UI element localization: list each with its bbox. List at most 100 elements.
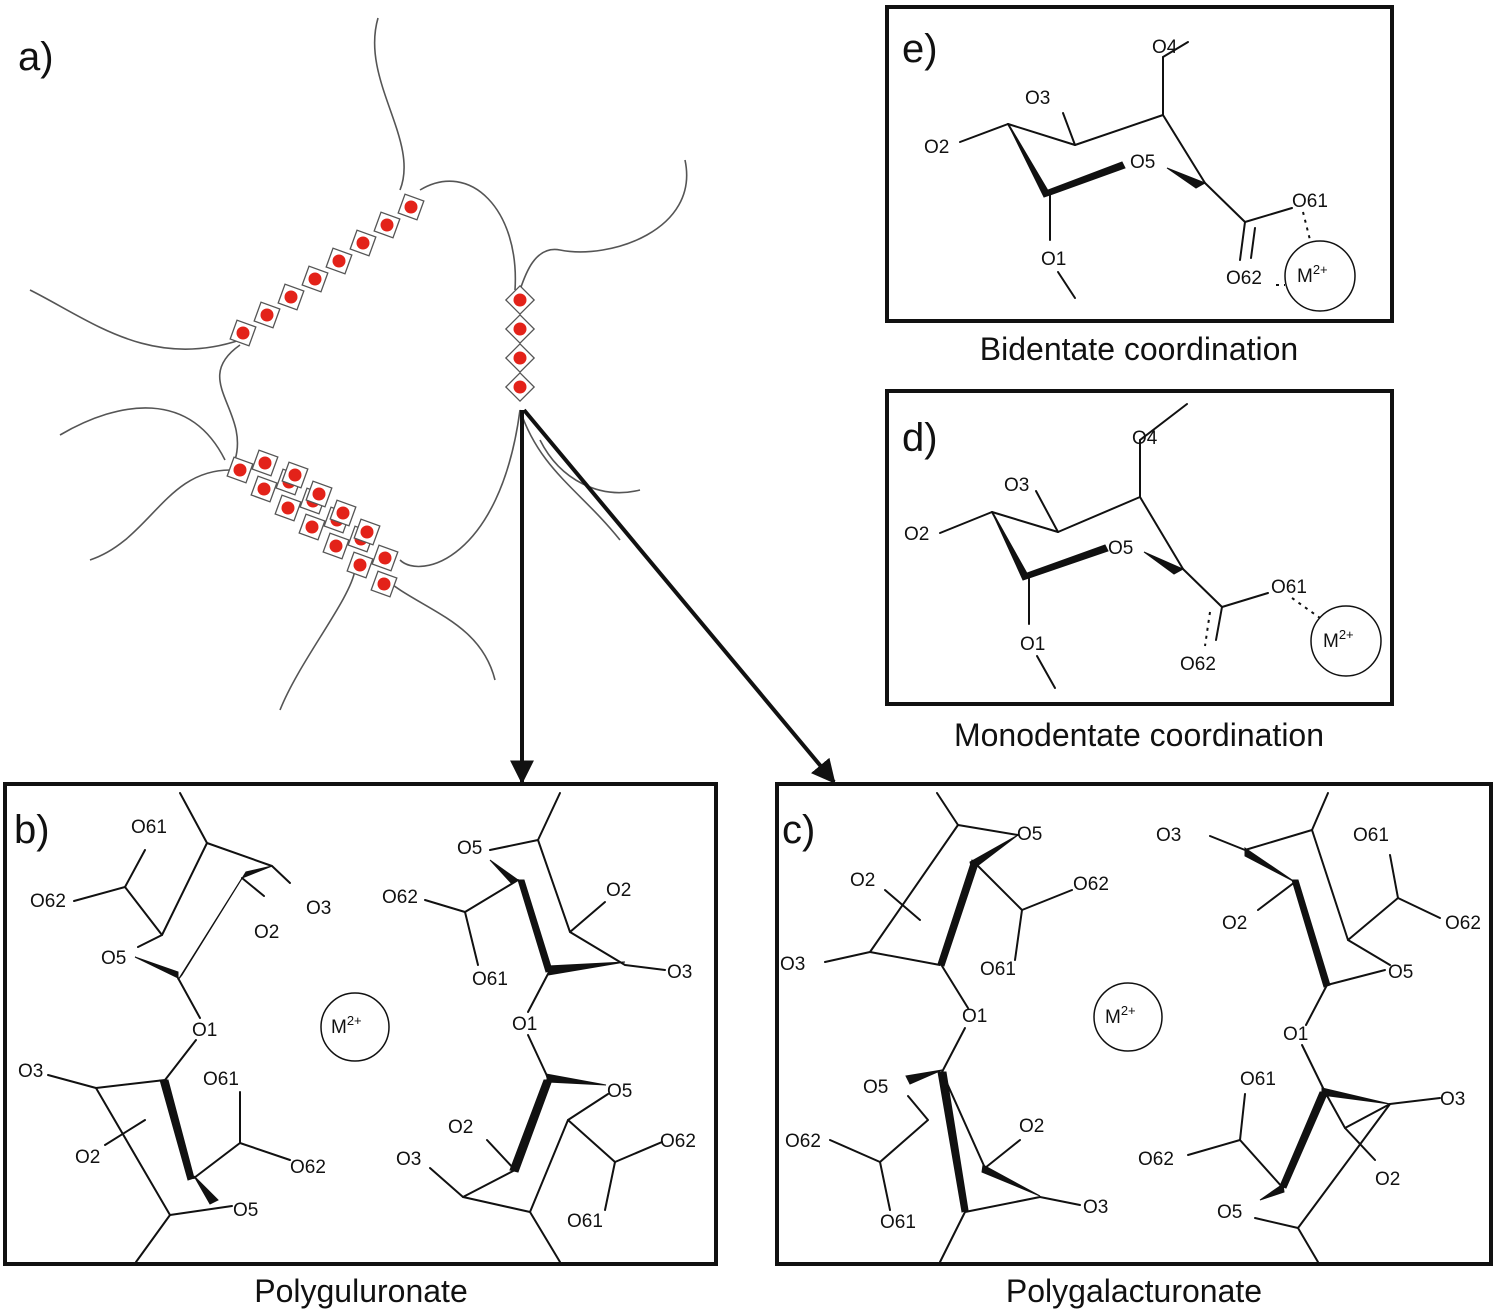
- atom-O1: O1: [1283, 1024, 1308, 1045]
- panel-b-polyguluronate: b): [3, 782, 718, 1309]
- panel-d-monodentate: d) O4 O3 O2 O5 O61 O1: [885, 389, 1394, 753]
- cation-dot: [329, 539, 343, 553]
- atom-O61: O61: [1271, 577, 1307, 598]
- panel-e-bidentate: e) O4 O3 O2 O5 O61: [885, 5, 1394, 367]
- panel-c-polygalacturonate: c): [775, 782, 1493, 1309]
- strand: [539, 439, 641, 494]
- strand: [59, 407, 226, 461]
- arrow-to-polygalacturonate: [522, 408, 836, 784]
- ion-symbol: M: [1105, 1007, 1121, 1028]
- bidentate-atom-labels: O4 O3 O2 O5 O61 O1 O62: [924, 37, 1328, 289]
- atom-O62: O62: [30, 891, 66, 912]
- galacturonate-residue-top-right: [1209, 792, 1441, 1026]
- atom-O62: O62: [1445, 913, 1481, 934]
- atom-O61: O61: [472, 969, 508, 990]
- atom-O5: O5: [607, 1081, 632, 1102]
- atom-O61: O61: [203, 1069, 239, 1090]
- cation-dot: [353, 558, 367, 572]
- cation-dot: [360, 525, 374, 539]
- atom-O5: O5: [101, 948, 126, 969]
- caption-polyguluronate: Polyguluronate: [254, 1273, 467, 1309]
- cation-dot: [312, 487, 326, 501]
- strand: [519, 159, 688, 291]
- panel-a-network: a): [18, 17, 688, 711]
- atom-O2: O2: [1375, 1169, 1400, 1190]
- cation-dot: [308, 272, 322, 286]
- cation-dot: [513, 380, 527, 394]
- atom-O3: O3: [396, 1149, 421, 1170]
- cation-dot: [257, 482, 271, 496]
- atom-O3: O3: [306, 898, 331, 919]
- cation-dot: [513, 322, 527, 336]
- atom-O62: O62: [1180, 654, 1216, 675]
- panel-c-label: c): [782, 808, 815, 852]
- atom-O62: O62: [290, 1157, 326, 1178]
- egg-box-junctions: [226, 193, 536, 598]
- ion-charge: 2+: [1313, 262, 1328, 277]
- atom-O61: O61: [567, 1211, 603, 1232]
- atom-O5: O5: [457, 838, 482, 859]
- panel-d-label: d): [902, 416, 938, 460]
- atom-O61: O61: [980, 959, 1016, 980]
- panel-b-frame: [3, 782, 718, 1266]
- panel-a-label: a): [18, 35, 54, 79]
- caption-bidentate: Bidentate coordination: [980, 331, 1298, 367]
- atom-O5: O5: [1108, 538, 1133, 559]
- atom-O3: O3: [1004, 475, 1029, 496]
- atom-O61: O61: [1353, 825, 1389, 846]
- metal-ion-b: M2+: [320, 992, 390, 1062]
- strand: [379, 574, 496, 681]
- strand: [279, 569, 356, 711]
- panel-c-frame: [775, 782, 1493, 1266]
- atom-O4: O4: [1152, 37, 1178, 58]
- cation-dot: [513, 351, 527, 365]
- galacturonate-residue-top-left: [824, 792, 1073, 1009]
- atom-O62: O62: [785, 1131, 821, 1152]
- atom-O5: O5: [1388, 962, 1413, 983]
- atom-O3: O3: [1083, 1197, 1108, 1218]
- cation-dot: [288, 468, 302, 482]
- strand: [419, 180, 517, 291]
- metal-ion-d: M2+: [1310, 605, 1382, 677]
- atom-O62: O62: [382, 887, 418, 908]
- cation-dot: [356, 236, 370, 250]
- atom-O3: O3: [667, 962, 692, 983]
- panel-b-label: b): [14, 808, 50, 852]
- cation-dot: [260, 308, 274, 322]
- atom-O1: O1: [192, 1020, 217, 1041]
- atom-O1: O1: [1041, 249, 1066, 270]
- guluronate-residue-bottom-right: [429, 1034, 663, 1263]
- ion-charge: 2+: [1121, 1003, 1136, 1018]
- atom-O5: O5: [863, 1077, 888, 1098]
- metal-ion-c: M2+: [1093, 982, 1163, 1052]
- atom-O61: O61: [1240, 1069, 1276, 1090]
- polymer-strands: [29, 17, 688, 711]
- polygalacturonate-atom-labels: O5 O2 O62 O3 O61 O1 O5 O2 O62 O3 O61 O3 …: [780, 824, 1481, 1233]
- guluronate-residue-bottom-left: [47, 1039, 291, 1263]
- strand: [519, 409, 621, 541]
- atom-O2: O2: [448, 1117, 473, 1138]
- cation-dot: [404, 200, 418, 214]
- atom-O5: O5: [1017, 824, 1042, 845]
- atom-O1: O1: [512, 1014, 537, 1035]
- guluronate-residue-top-right: [424, 792, 666, 1013]
- atom-O5: O5: [1130, 152, 1155, 173]
- panel-d-frame: [885, 389, 1394, 706]
- atom-O2: O2: [850, 870, 875, 891]
- atom-O5: O5: [1217, 1202, 1242, 1223]
- strand: [399, 409, 521, 568]
- panel-e-frame: [885, 5, 1394, 323]
- galacturonate-residue-bottom-left: [829, 1027, 1081, 1263]
- svg-text:M2+: M2+: [1297, 262, 1328, 287]
- galacturonate-residue-bottom-right: [1187, 1044, 1441, 1263]
- atom-O2: O2: [75, 1147, 100, 1168]
- cation-dot: [258, 456, 272, 470]
- atom-O62: O62: [660, 1131, 696, 1152]
- cation-dot: [332, 254, 346, 268]
- monodentate-atom-labels: O4 O3 O2 O5 O61 O1 O62: [904, 428, 1307, 675]
- strand: [373, 17, 405, 191]
- strand: [29, 289, 241, 350]
- atom-O4: O4: [1132, 428, 1158, 449]
- metal-ion-e: M2+: [1284, 240, 1356, 312]
